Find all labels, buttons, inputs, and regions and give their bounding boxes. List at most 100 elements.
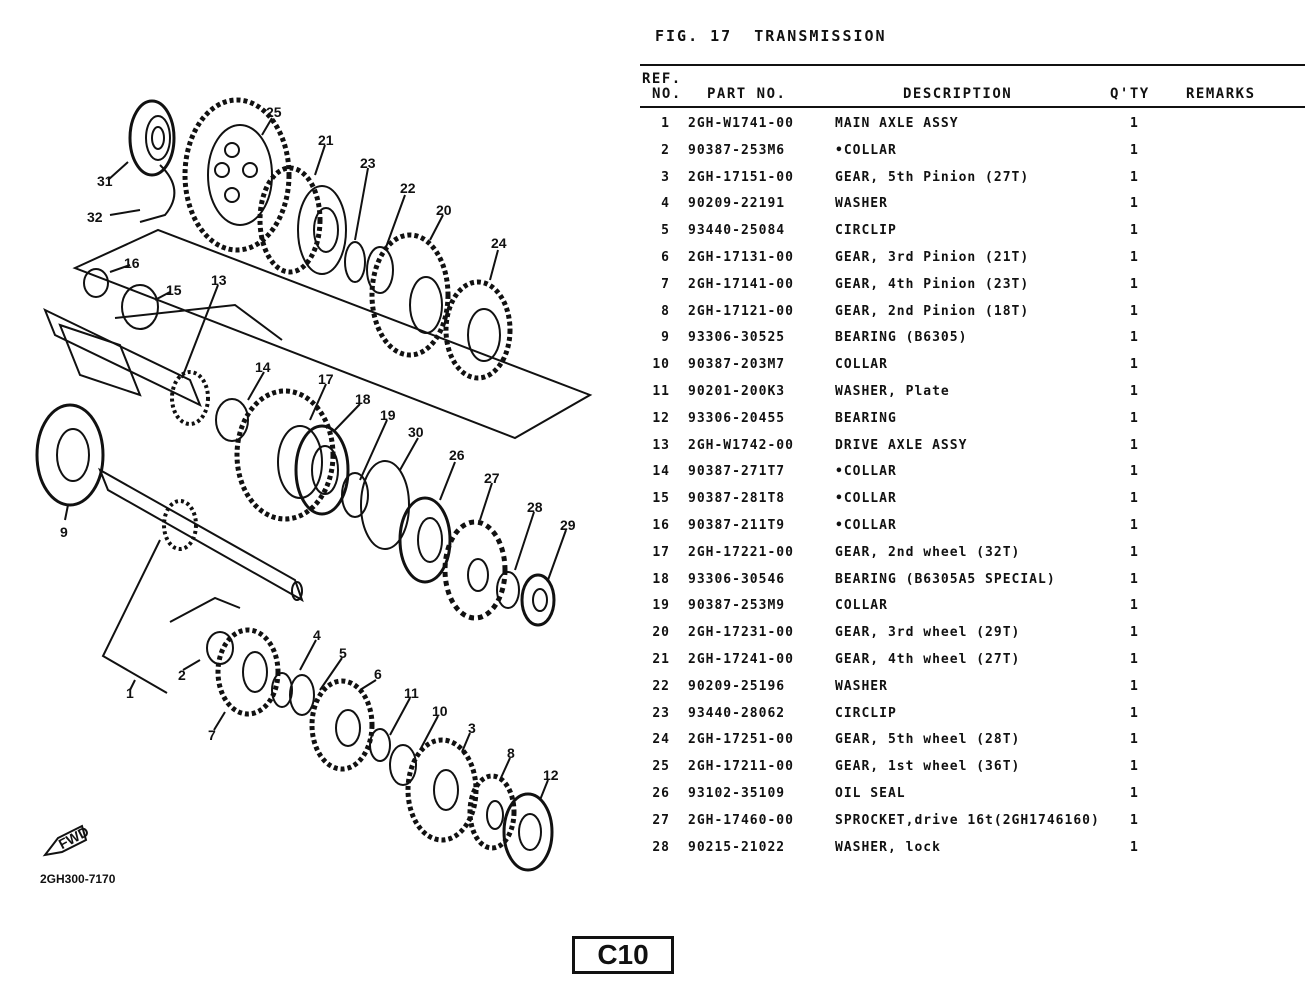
description-cell: OIL SEAL <box>835 786 906 801</box>
quantity-cell: 1 <box>1130 357 1139 373</box>
diagram-label-32: 32 <box>87 209 103 225</box>
ref-cell: 4 <box>661 196 670 212</box>
ref-cell: 5 <box>661 223 670 239</box>
drive-axle-leader <box>114 303 283 341</box>
description-cell: GEAR, 5th Pinion (27T) <box>835 169 1030 185</box>
header-qty: Q'TY <box>1110 86 1150 102</box>
part-number-cell: 93306-30525 <box>688 330 786 346</box>
diagram-label-12: 12 <box>543 767 559 783</box>
ref-cell: 20 <box>652 625 670 641</box>
part-number-cell: 2GH-17141-00 <box>688 276 794 292</box>
diagram-label-9: 9 <box>60 524 68 540</box>
diagram-label-3: 3 <box>468 720 476 736</box>
quantity-cell: 1 <box>1130 223 1139 239</box>
svg-text:FWD: FWD <box>56 823 92 852</box>
diagram-label-30: 30 <box>408 424 424 440</box>
washer-28 <box>496 571 520 609</box>
description-cell: SPROCKET,drive 16t(2GH1746160) <box>835 812 1100 828</box>
description-cell: GEAR, 2nd Pinion (18T) <box>835 303 1030 319</box>
part-number-cell: 2GH-W1742-00 <box>688 437 794 453</box>
quantity-cell: 1 <box>1130 812 1139 828</box>
ref-cell: 26 <box>652 786 670 801</box>
quantity-cell: 1 <box>1130 250 1139 265</box>
diagram-label-20: 20 <box>436 202 452 218</box>
ref-cell: 22 <box>652 678 670 694</box>
description-cell: COLLAR <box>835 598 888 614</box>
ref-cell: 2 <box>661 142 670 158</box>
nut-29 <box>520 573 556 627</box>
part-number-cell: 2GH-17121-00 <box>688 303 794 319</box>
quantity-cell: 1 <box>1130 276 1139 292</box>
gear-3 <box>405 737 479 843</box>
diagram-label-7: 7 <box>208 727 216 743</box>
circlip-23 <box>344 241 366 283</box>
part-number-cell: 2GH-17131-00 <box>688 250 794 265</box>
description-cell: GEAR, 3rd Pinion (21T) <box>835 250 1030 265</box>
ref-cell: 10 <box>652 357 670 373</box>
quantity-cell: 1 <box>1130 330 1139 346</box>
part-number-cell: 90387-211T9 <box>688 518 786 533</box>
collar-16 <box>83 268 109 298</box>
diagram-label-21: 21 <box>318 132 334 148</box>
header-ref-line1: REF. <box>642 71 682 87</box>
quantity-cell: 1 <box>1130 437 1139 453</box>
ref-cell: 21 <box>652 652 670 667</box>
description-cell: WASHER, lock <box>835 839 941 855</box>
part-number-cell: 2GH-W1741-00 <box>688 116 794 131</box>
diagram-label-19: 19 <box>380 407 396 423</box>
diagram-label-1: 1 <box>126 685 134 701</box>
quantity-cell: 1 <box>1130 196 1139 212</box>
diagram-label-14: 14 <box>255 359 271 375</box>
description-cell: BEARING (B6305A5 SPECIAL) <box>835 571 1056 587</box>
ref-cell: 18 <box>652 571 670 587</box>
ref-cell: 27 <box>652 812 670 828</box>
diagram-label-15: 15 <box>166 282 182 298</box>
ref-cell: 3 <box>661 169 670 185</box>
diagram-label-24: 24 <box>491 235 507 251</box>
ref-cell: 7 <box>661 276 670 292</box>
diagram-label-23: 23 <box>360 155 376 171</box>
diagram-label-26: 26 <box>449 447 465 463</box>
diagram-label-17: 17 <box>318 371 334 387</box>
header-top-rule <box>640 64 1305 66</box>
header-ref-line2: NO. <box>652 86 682 102</box>
ref-cell: 24 <box>652 732 670 748</box>
diagram-label-4: 4 <box>313 627 321 643</box>
gear-8 <box>467 773 517 851</box>
main-axle-1 <box>98 467 304 603</box>
ref-cell: 1 <box>661 116 670 131</box>
part-number-cell: 2GH-17241-00 <box>688 652 794 667</box>
quantity-cell: 1 <box>1130 142 1139 158</box>
description-cell: CIRCLIP <box>835 705 897 721</box>
ref-cell: 25 <box>652 759 670 775</box>
description-cell: BEARING <box>835 410 897 426</box>
diagram-label-13: 13 <box>211 272 227 288</box>
drive-axle-13 <box>43 307 210 426</box>
quantity-cell: 1 <box>1130 544 1139 560</box>
ref-cell: 28 <box>652 839 670 855</box>
description-cell: GEAR, 2nd wheel (32T) <box>835 544 1021 560</box>
quantity-cell: 1 <box>1130 464 1139 480</box>
quantity-cell: 1 <box>1130 652 1139 667</box>
gear-7 <box>215 627 281 717</box>
quantity-cell: 1 <box>1130 491 1139 507</box>
part-number-cell: 90387-281T8 <box>688 491 786 507</box>
part-number-cell: 93102-35109 <box>688 786 786 801</box>
description-cell: GEAR, 3rd wheel (29T) <box>835 625 1021 641</box>
bearing-12 <box>502 792 554 872</box>
ref-cell: 13 <box>652 437 670 453</box>
